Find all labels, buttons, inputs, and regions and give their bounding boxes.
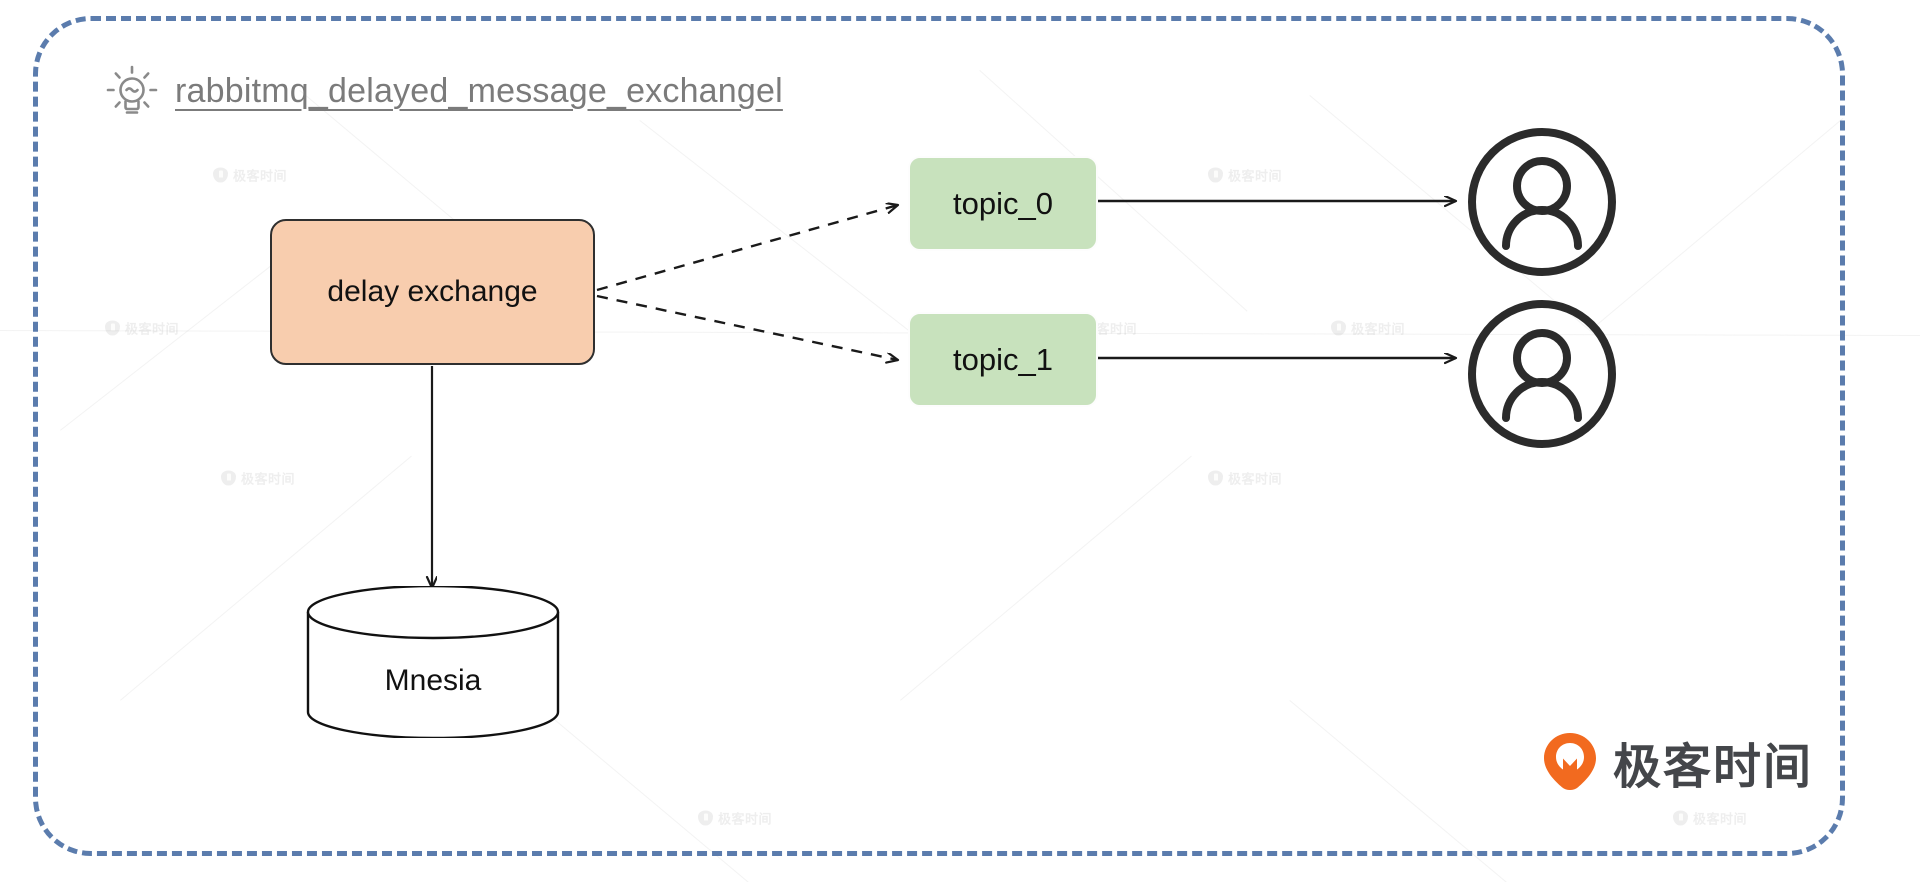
database-cylinder-icon (306, 584, 560, 740)
node-topic-1[interactable]: topic_1 (908, 312, 1098, 407)
lightbulb-icon (103, 62, 161, 120)
node-label-mnesia: Mnesia (384, 664, 482, 697)
node-consumer-0[interactable] (1464, 124, 1620, 280)
node-label-topic-1: topic_1 (953, 341, 1053, 377)
node-topic-0[interactable]: topic_0 (908, 156, 1098, 251)
geektime-pin-logo-icon (1543, 732, 1597, 792)
diagram-title-row: rabbitmq_delayed_message_exchangel (103, 62, 783, 120)
diagram-frame-border (33, 16, 1845, 856)
node-consumer-1[interactable] (1464, 296, 1620, 452)
page-title: rabbitmq_delayed_message_exchangel (175, 71, 783, 110)
brand-name: 极客时间 (1613, 741, 1814, 794)
brand-logo: 极客时间 (1543, 727, 1813, 797)
user-avatar-icon (1468, 300, 1616, 448)
node-delay-exchange[interactable]: delay exchange (270, 219, 595, 365)
node-label-delay-exchange: delay exchange (327, 275, 538, 308)
node-label-topic-0: topic_0 (953, 185, 1053, 221)
user-avatar-icon (1468, 128, 1616, 276)
node-mnesia-database[interactable]: Mnesia (304, 584, 562, 740)
